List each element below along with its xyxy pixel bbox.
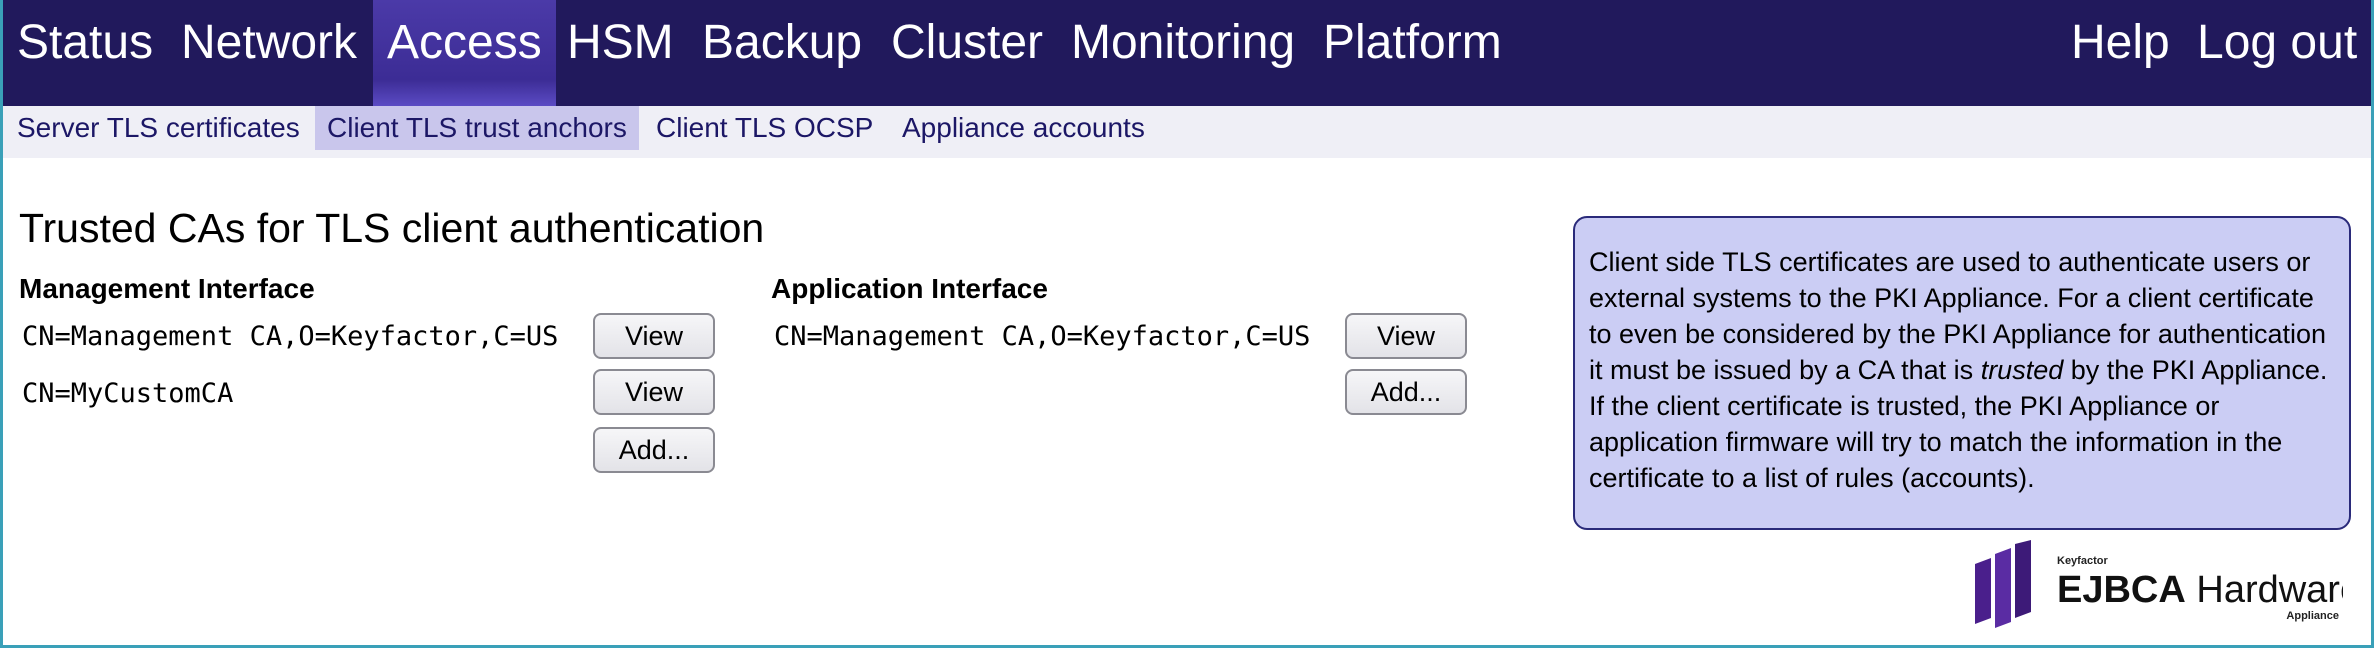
info-box: Client side TLS certificates are used to… — [1573, 216, 2351, 530]
logo-mark-icon — [1975, 540, 2031, 628]
logo-brand-text: EJBCA Hardware — [2057, 569, 2343, 611]
nav-network[interactable]: Network — [181, 16, 358, 69]
sub-navigation-bar: Server TLS certificates Client TLS trust… — [3, 106, 2371, 158]
info-text-emphasis: trusted — [1980, 355, 2064, 385]
tab-appliance-accounts[interactable]: Appliance accounts — [902, 112, 1145, 143]
tab-server-tls-certificates[interactable]: Server TLS certificates — [17, 112, 300, 143]
nav-monitoring[interactable]: Monitoring — [1071, 16, 1296, 69]
top-navigation-bar: Status Network Access HSM Backup Cluster… — [3, 0, 2371, 106]
application-ca-1: CN=Management CA,O=Keyfactor,C=US — [774, 321, 1311, 352]
nav-help[interactable]: Help — [2071, 16, 2170, 69]
application-view-button[interactable]: View — [1345, 313, 1467, 359]
management-ca-1: CN=Management CA,O=Keyfactor,C=US — [22, 321, 559, 352]
page-title: Trusted CAs for TLS client authenticatio… — [19, 205, 765, 251]
nav-access[interactable]: Access — [373, 0, 556, 106]
management-ca-2: CN=MyCustomCA — [22, 378, 234, 409]
management-view-button-1[interactable]: View — [593, 313, 715, 359]
logo-brand-main: EJBCA — [2057, 569, 2186, 611]
tab-client-tls-trust-anchors[interactable]: Client TLS trust anchors — [315, 106, 639, 150]
nav-logout[interactable]: Log out — [2197, 16, 2358, 69]
nav-backup[interactable]: Backup — [702, 16, 863, 69]
nav-platform[interactable]: Platform — [1323, 16, 1502, 69]
logo-brand-sub: Appliance — [2286, 610, 2339, 622]
management-view-button-2[interactable]: View — [593, 369, 715, 415]
management-add-button[interactable]: Add... — [593, 427, 715, 473]
nav-hsm[interactable]: HSM — [567, 16, 674, 69]
ejbca-logo: Keyfactor EJBCA Hardware Appliance — [1975, 540, 2343, 628]
nav-cluster[interactable]: Cluster — [891, 16, 1044, 69]
nav-status[interactable]: Status — [17, 16, 154, 69]
tab-client-tls-ocsp[interactable]: Client TLS OCSP — [656, 112, 874, 143]
info-text-part2: by the PKI Appliance. If the client cert… — [1589, 355, 2328, 493]
application-add-button[interactable]: Add... — [1345, 369, 1467, 415]
application-interface-heading: Application Interface — [771, 273, 1048, 304]
management-interface-heading: Management Interface — [19, 273, 315, 304]
logo-brand-small: Keyfactor — [2057, 555, 2108, 567]
info-text-part1: Client side TLS certificates are used to… — [1589, 247, 2327, 385]
logo-brand-rest: Hardware — [2186, 569, 2343, 611]
